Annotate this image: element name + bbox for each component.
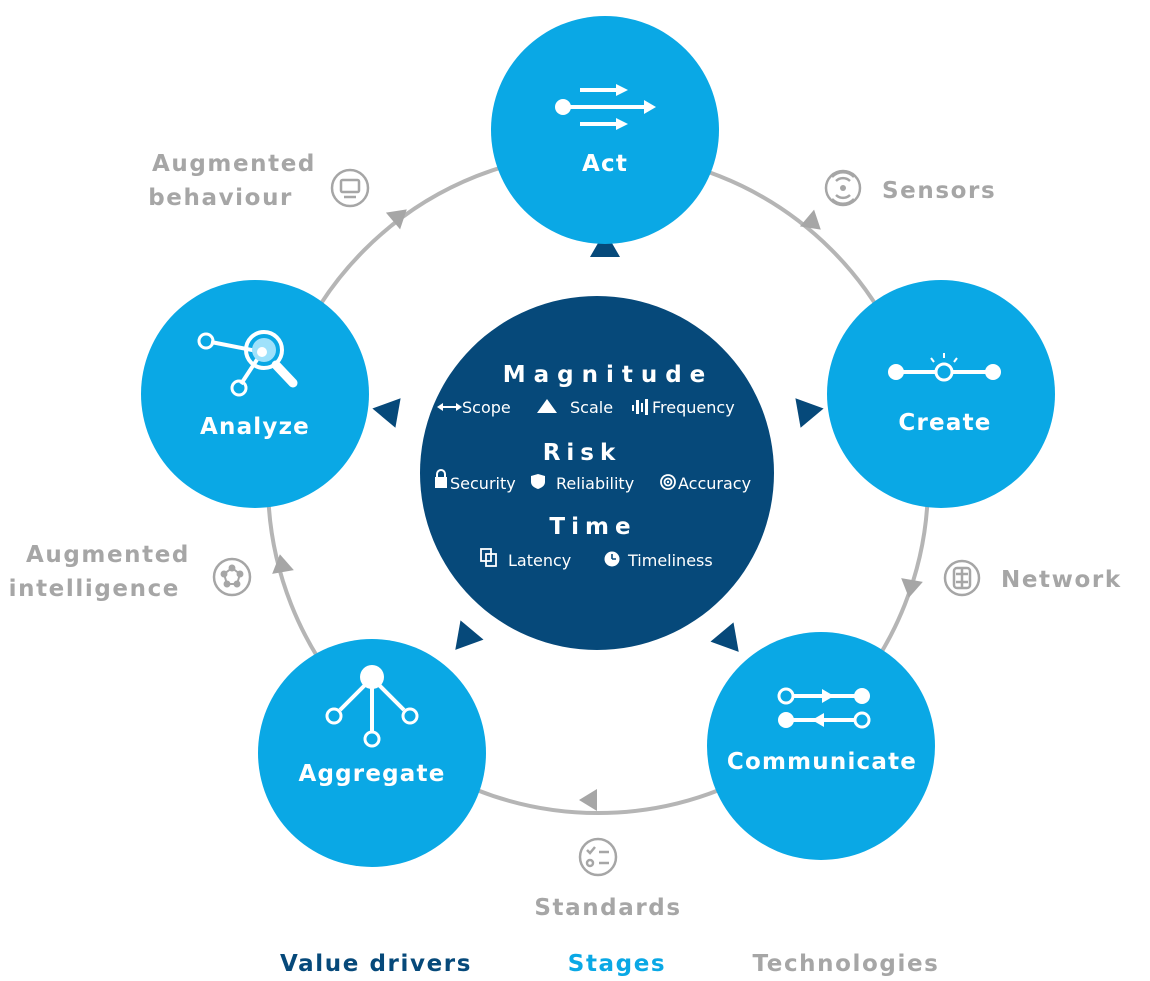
driver-arrow-communicate — [710, 622, 739, 652]
timeliness-label: Timeliness — [627, 551, 713, 570]
mountain-icon — [537, 399, 557, 413]
aggregate-circle — [258, 639, 486, 867]
ring-arrow-communicate-to-aggregate — [579, 789, 597, 811]
lock-icon — [435, 469, 447, 488]
ring-arrow-aggregate-to-analyze — [272, 554, 294, 574]
create-label: Create — [898, 410, 991, 436]
double-arrow-icon — [437, 403, 462, 411]
time-items: Latency Timeliness — [480, 548, 713, 570]
tree-branch-icon — [325, 665, 419, 748]
tech-sensors: Sensors — [824, 169, 996, 207]
frequency-bars-icon — [632, 399, 648, 415]
sensor-waves-icon — [824, 169, 862, 207]
act-label: Act — [582, 151, 628, 177]
monitor-icon — [330, 168, 370, 208]
clock-icon — [604, 551, 620, 567]
stage-act: Act — [491, 16, 719, 244]
magnifier-network-icon — [197, 330, 298, 397]
augmented-behaviour-line1: Augmented — [152, 151, 316, 177]
driver-arrow-aggregate — [455, 620, 484, 650]
checklist-icon — [578, 837, 618, 877]
legend: Value drivers Stages Technologies — [280, 951, 940, 977]
value-drivers-circle — [420, 296, 774, 650]
pentagon-nodes-icon — [212, 557, 252, 597]
security-label: Security — [450, 474, 516, 493]
risk-items: Security Reliability Accuracy — [435, 469, 751, 493]
augmented-intelligence-line2: intelligence — [9, 576, 180, 602]
bidirectional-link-icon — [777, 687, 871, 729]
standards-label: Standards — [534, 895, 681, 921]
tech-standards: Standards — [534, 837, 681, 921]
magnitude-title: Magnitude — [503, 362, 714, 388]
accuracy-label: Accuracy — [678, 474, 751, 493]
scope-label: Scope — [462, 398, 511, 417]
copy-squares-icon — [480, 548, 497, 567]
create-circle — [827, 280, 1055, 508]
tech-augmented-intelligence: Augmented intelligence — [9, 542, 252, 602]
scale-label: Scale — [570, 398, 613, 417]
communicate-circle — [707, 632, 935, 860]
ring-arrow-analyze-to-act — [385, 209, 407, 230]
target-icon — [660, 474, 676, 490]
augmented-behaviour-line2: behaviour — [148, 185, 293, 211]
magnitude-items: Scope Scale Frequency — [437, 398, 735, 417]
arrows-forward-icon — [555, 84, 656, 130]
analyze-circle — [141, 280, 369, 508]
tech-augmented-behaviour: Augmented behaviour — [148, 151, 370, 211]
stage-create: Create — [827, 280, 1055, 508]
time-title: Time — [549, 514, 636, 540]
communicate-label: Communicate — [727, 749, 917, 775]
augmented-intelligence-line1: Augmented — [26, 542, 190, 568]
latency-label: Latency — [508, 551, 571, 570]
network-label: Network — [1001, 567, 1122, 593]
tech-network: Network — [943, 559, 1122, 597]
ring-arrow-create-to-communicate — [901, 578, 923, 598]
analyze-label: Analyze — [200, 414, 310, 440]
legend-value-drivers: Value drivers — [280, 951, 472, 977]
network-icon — [943, 559, 981, 597]
legend-stages: Stages — [568, 951, 666, 977]
stage-communicate: Communicate — [707, 632, 935, 860]
sensors-label: Sensors — [882, 178, 996, 204]
reliability-label: Reliability — [556, 474, 634, 493]
sensor-node-icon — [888, 353, 1001, 382]
driver-arrow-analyze — [372, 398, 401, 428]
ring-arrow-act-to-create — [799, 209, 821, 230]
frequency-label: Frequency — [652, 398, 735, 417]
driver-arrow-create — [795, 398, 824, 428]
stage-analyze: Analyze — [141, 280, 369, 508]
stage-aggregate: Aggregate — [258, 639, 486, 867]
act-circle — [491, 16, 719, 244]
legend-technologies: Technologies — [753, 951, 940, 977]
shield-icon — [531, 474, 545, 489]
aggregate-label: Aggregate — [298, 761, 445, 787]
risk-title: Risk — [543, 440, 622, 466]
